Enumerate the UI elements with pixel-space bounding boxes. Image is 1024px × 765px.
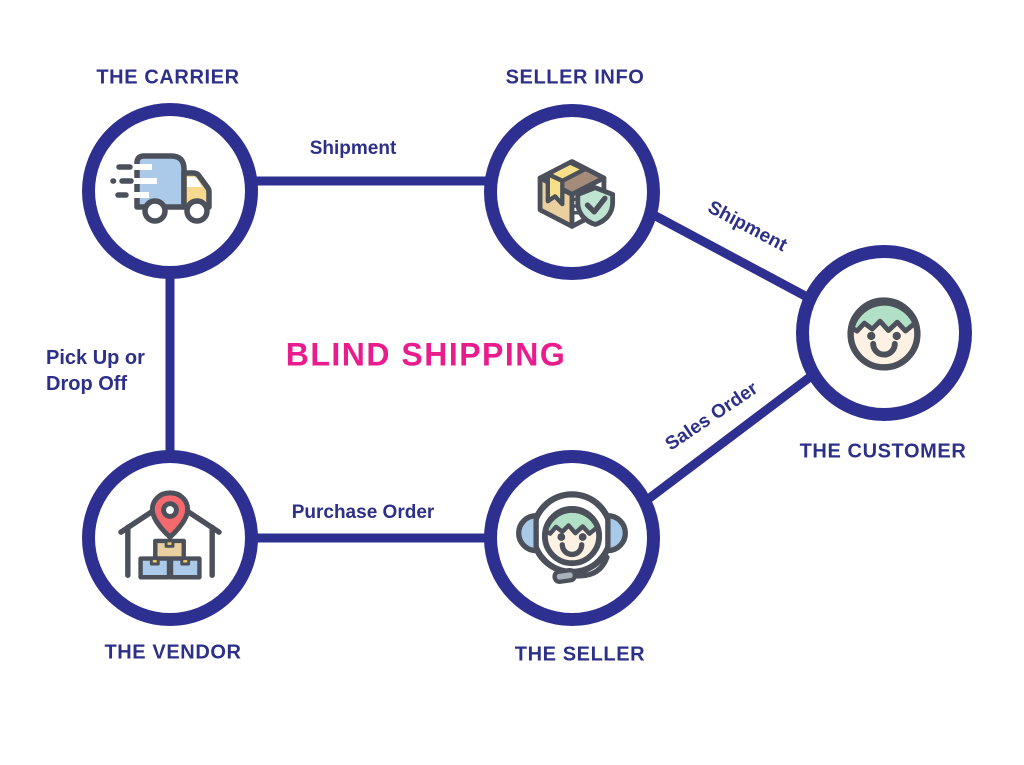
node-label-seller-info: SELLER INFO <box>505 66 645 89</box>
node-seller-info <box>484 104 660 280</box>
node-carrier <box>82 103 258 279</box>
support-agent-headset-icon <box>516 491 628 584</box>
fast-delivery-truck-icon <box>110 153 212 224</box>
edge-label-shipment-top: Shipment <box>309 138 397 159</box>
warehouse-location-pin-icon <box>118 490 222 580</box>
diagram-title: BLIND SHIPPING <box>285 336 567 373</box>
edge-seller-customer <box>632 364 825 513</box>
edge-label-purchase-order: Purchase Order <box>291 502 435 523</box>
customer-face-icon <box>847 297 921 371</box>
node-customer <box>796 245 972 421</box>
node-seller <box>484 450 660 626</box>
node-label-vendor: THE VENDOR <box>104 641 242 664</box>
node-vendor <box>82 450 258 626</box>
node-label-carrier: THE CARRIER <box>96 66 240 89</box>
edge-label-pickup-dropoff: Pick Up or Drop Off <box>46 347 145 395</box>
node-label-seller: THE SELLER <box>514 643 646 666</box>
package-shield-icon <box>537 158 616 229</box>
edge-sellerinfo-customer <box>632 201 825 309</box>
node-label-customer: THE CUSTOMER <box>799 440 967 463</box>
